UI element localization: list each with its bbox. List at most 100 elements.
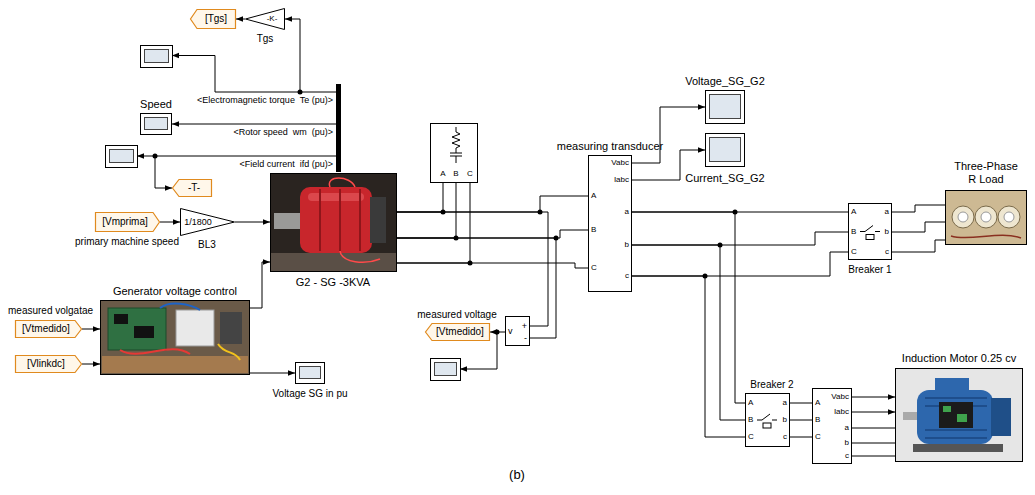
signal-label: <Electromagnetic torque Te (pu)>: [197, 95, 333, 105]
port-label: Iabc: [614, 175, 629, 184]
photo-frame: [896, 369, 1023, 462]
port-label: B: [815, 415, 820, 424]
power-line: [632, 276, 745, 437]
scope-outline: [706, 91, 745, 124]
block-outline: [506, 317, 530, 346]
photo-frame: [101, 301, 250, 375]
power-line: [632, 232, 848, 245]
machine-endcap: [370, 197, 386, 243]
lamp-socket: [998, 206, 1020, 228]
motor-shaft: [903, 412, 917, 420]
power-line: [892, 240, 945, 252]
block-name: Voltage SG in pu: [272, 388, 347, 400]
tag-outline: [426, 324, 490, 341]
signal-line: [172, 56, 336, 93]
block-name: Induction Motor 0.25 cv: [902, 352, 1016, 365]
power-line: [852, 428, 895, 429]
machine-wires: [329, 178, 380, 262]
node-shape: [270, 173, 397, 272]
power-line: [892, 222, 945, 232]
lamp: [1004, 212, 1014, 222]
port-label: B: [453, 169, 458, 178]
generator-photo: G2 - SG -3KVA: [270, 173, 397, 272]
port-label: a: [783, 398, 787, 407]
tag-name: -T-: [188, 182, 200, 194]
junction-dot: [153, 154, 158, 159]
port-label: c: [845, 451, 849, 460]
block-outline: [746, 394, 790, 447]
block-name: BL3: [198, 239, 216, 251]
controller-photo: Generator voltage control: [100, 300, 250, 375]
port-label: Vabc: [611, 158, 629, 167]
motor-endcap: [991, 398, 1011, 436]
port-label: A: [851, 207, 856, 216]
port-label: a: [625, 207, 629, 216]
board-part: [957, 414, 967, 422]
port-label: A: [815, 398, 820, 407]
scope-block: Current_SG_G2: [705, 133, 745, 167]
signal-line: [155, 156, 172, 188]
signal-line: [285, 19, 300, 92]
port-label: A: [440, 169, 445, 178]
gain-triangle: [246, 9, 285, 30]
gain-block: -K-Tgs: [245, 8, 285, 30]
switch-symbol: [860, 226, 880, 232]
lamp-socket: [952, 206, 974, 228]
lamp-socket: [975, 206, 997, 228]
voltage-measurement: v+-: [505, 316, 530, 346]
port-label: +: [522, 321, 527, 331]
port-label: C: [591, 263, 597, 272]
port-label: Iabc: [834, 407, 849, 416]
port-label: Vabc: [831, 392, 849, 401]
scope-screen: [710, 95, 741, 119]
machine-shaft: [274, 213, 302, 229]
scope-screen: [145, 50, 169, 63]
block-name: measuring transducer: [557, 140, 663, 153]
node-shape: [895, 368, 1023, 462]
port-label: c: [885, 247, 889, 256]
tag-outline: [173, 180, 212, 197]
signal-line: [82, 364, 100, 365]
block-name: Tgs: [257, 33, 274, 45]
scope-outline: [296, 363, 325, 384]
power-line: [397, 230, 588, 238]
motor-photo: Induction Motor 0.25 cv: [895, 368, 1023, 462]
machine-body: [300, 187, 372, 253]
scope-screen: [710, 138, 741, 162]
tag-name: [Vlinkdc]: [27, 358, 65, 370]
gain-triangle: [181, 209, 235, 236]
tag-name: [Vtmedido]: [436, 326, 484, 338]
scope-block: [431, 359, 461, 381]
block-name: primary machine speed: [75, 236, 179, 248]
motor-fins: [925, 398, 987, 438]
photo-frame: [271, 174, 397, 272]
signal-label: <Field current ifd (pu)>: [239, 159, 333, 169]
signal-line: [490, 332, 505, 333]
node-shape: [945, 190, 1027, 245]
scope-screen: [110, 150, 134, 163]
chip: [134, 326, 154, 338]
power-line: [790, 420, 812, 421]
power-line: [852, 443, 895, 444]
port-label: A: [748, 398, 753, 407]
gain-block: 1/1800BL3: [180, 208, 235, 236]
power-line: [892, 205, 945, 212]
node-shape: [100, 300, 250, 375]
block-name: Breaker 2: [750, 379, 793, 391]
signal-line: [172, 124, 336, 125]
node-shape: [245, 8, 285, 30]
power-line: [397, 196, 588, 212]
tag-name: [Vtmedido]: [22, 323, 70, 335]
power-line: [852, 456, 895, 457]
signal-line: [632, 107, 705, 163]
tag-outline: [16, 356, 82, 373]
scope-block: [141, 46, 173, 68]
wire: [160, 304, 200, 310]
port-label: B: [851, 227, 856, 236]
port-label: C: [748, 432, 754, 441]
motor-base: [913, 444, 1003, 452]
block-name: measured voltage: [417, 309, 497, 321]
scope-outline: [706, 134, 745, 167]
power-line: [397, 183, 443, 212]
